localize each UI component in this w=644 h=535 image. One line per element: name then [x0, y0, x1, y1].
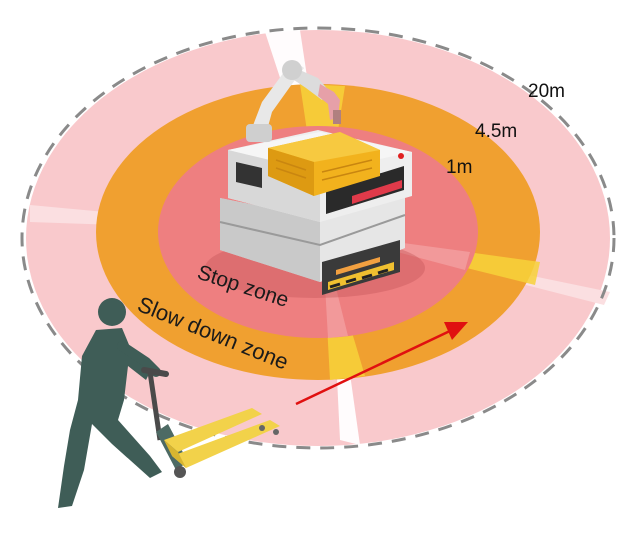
outer-boundary-dashed	[20, 26, 616, 450]
approach-arrow-icon	[295, 322, 468, 406]
mobile-manipulator-icon	[219, 60, 412, 295]
worker-silhouette-icon	[58, 298, 162, 508]
distance-label-middle: 4.5m	[475, 121, 517, 142]
distance-label-inner: 1m	[446, 157, 472, 178]
distance-label-outer: 20m	[528, 81, 565, 102]
pallet-jack-icon	[141, 367, 280, 478]
